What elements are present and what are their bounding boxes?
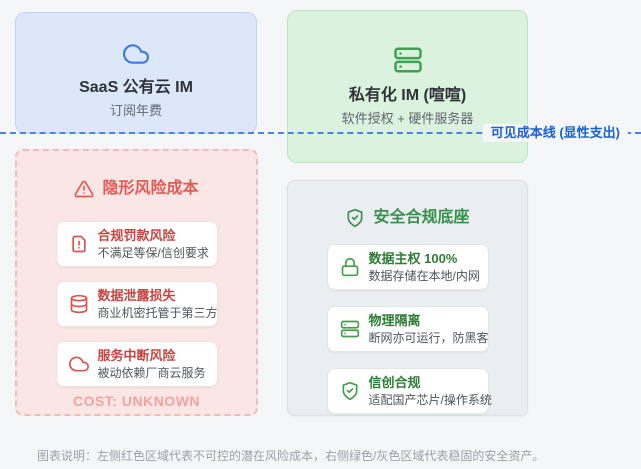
warning-triangle-icon	[74, 180, 94, 198]
cloud-outage-icon	[68, 356, 89, 372]
risk-panel-heading-label: 隐形风险成本	[102, 180, 199, 197]
risk-card-data-leak: 数据泄露损失 商业机密托管于第三方	[55, 281, 218, 327]
lock-icon	[341, 257, 358, 277]
hidden-risk-panel: 隐形风险成本 合规罚款风险 不满足等保/信创要求 数据泄露损失 商业机密托管于第…	[15, 149, 258, 416]
risk-card-compliance: 合规罚款风险 不满足等保/信创要求	[55, 221, 218, 267]
security-card-subtitle: 适配国产芯片/操作系统	[368, 392, 492, 407]
chart-caption: 图表说明：左侧红色区域代表不可控的潜在风险成本，右侧绿色/灰色区域代表稳固的安全…	[37, 449, 545, 463]
risk-card-title: 合规罚款风险	[97, 227, 176, 243]
saas-cloud-box: SaaS 公有云 IM 订阅年费	[15, 12, 257, 134]
visible-cost-line	[0, 132, 641, 134]
risk-card-subtitle: 商业机密托管于第三方	[97, 305, 218, 320]
private-box-title: 私有化 IM (喧喧)	[348, 87, 467, 104]
security-card-physical-isolation: 物理隔离 断网亦可运行，防黑客	[326, 306, 489, 352]
saas-box-subtitle: 订阅年费	[109, 103, 162, 118]
private-box-subtitle: 软件授权 + 硬件服务器	[341, 111, 474, 126]
security-card-subtitle: 断网亦可运行，防黑客	[368, 330, 489, 345]
security-card-title: 数据主权 100%	[368, 250, 458, 266]
risk-card-subtitle: 不满足等保/信创要求	[97, 245, 209, 260]
shield-check-icon	[347, 208, 363, 228]
saas-box-title: SaaS 公有云 IM	[79, 79, 193, 96]
risk-card-service-outage: 服务中断风险 被动依赖厂商云服务	[55, 341, 218, 387]
private-im-box: 私有化 IM (喧喧) 软件授权 + 硬件服务器	[287, 10, 528, 163]
security-card-title: 物理隔离	[368, 312, 421, 328]
shield-check-icon	[342, 381, 357, 401]
security-card-subtitle: 数据存储在本地/内网	[368, 268, 480, 283]
visible-cost-line-label: 可见成本线 (显性支出)	[482, 124, 628, 142]
risk-card-title: 服务中断风险	[97, 347, 176, 363]
security-card-list: 数据主权 100% 数据存储在本地/内网 物理隔离 断网亦可运行，防黑客 信创合…	[288, 244, 527, 414]
cost-unknown-label: COST: UNKNOWN	[72, 393, 201, 409]
risk-card-subtitle: 被动依赖厂商云服务	[97, 365, 206, 380]
security-card-xinchuang-compliance: 信创合规 适配国产芯片/操作系统	[326, 368, 492, 414]
risk-card-title: 数据泄露损失	[97, 287, 176, 303]
security-card-data-sovereignty: 数据主权 100% 数据存储在本地/内网	[326, 244, 489, 290]
security-card-title: 信创合规	[368, 374, 421, 390]
security-panel: 安全合规底座 数据主权 100% 数据存储在本地/内网 物理隔离 断网亦可运行，…	[287, 180, 528, 416]
database-icon	[70, 294, 87, 314]
risk-card-list: 合规罚款风险 不满足等保/信创要求 数据泄露损失 商业机密托管于第三方 服务中断…	[17, 221, 256, 387]
cloud-icon	[123, 44, 149, 64]
security-panel-heading-label: 安全合规底座	[373, 209, 470, 226]
server-icon	[340, 320, 359, 338]
file-alert-icon	[71, 235, 86, 253]
server-icon	[393, 47, 422, 73]
security-panel-heading: 安全合规底座	[288, 208, 527, 228]
risk-panel-heading: 隐形风险成本	[17, 179, 256, 199]
